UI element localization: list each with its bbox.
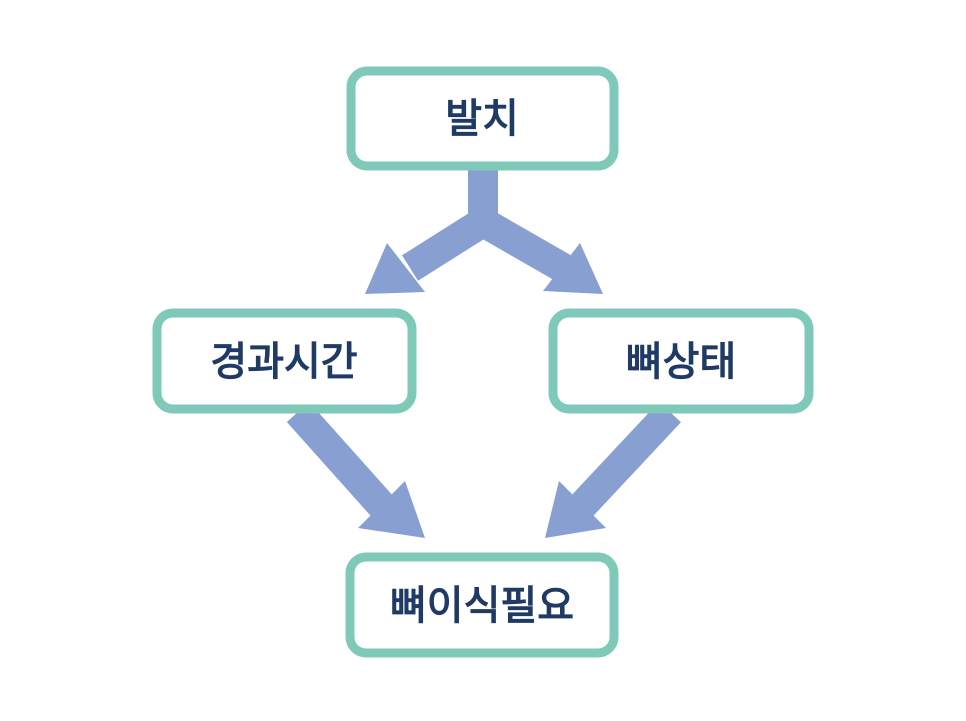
node-elapsed-time-label: 경과시간 [210, 339, 357, 385]
node-bone-status: 뼈상태 [548, 308, 814, 414]
arrow-elapsed-time-to-bone-graft [286, 402, 394, 516]
node-extraction-box [346, 66, 619, 171]
node-extraction-label: 발치 [445, 96, 519, 142]
node-bone-status-label: 뼈상태 [626, 339, 736, 385]
node-bone-graft-needed: 뼈이식필요 [345, 552, 619, 658]
node-elapsed-time-box [152, 308, 417, 414]
node-elapsed-time: 경과시간 [152, 308, 417, 414]
arrowhead-bone-graft-left [358, 481, 425, 538]
node-bone-graft-needed-box [345, 552, 619, 658]
node-bone-status-box [548, 308, 814, 414]
arrow-extraction-to-elapsed-time [402, 209, 491, 281]
arrowhead-bone-status [543, 243, 603, 294]
node-extraction: 발치 [346, 66, 619, 171]
arrow-bone-status-to-bone-graft [571, 401, 681, 517]
arrowhead-elapsed-time [365, 243, 425, 294]
arrow-extraction-to-bone-status [475, 208, 571, 282]
arrowhead-bone-graft-right [545, 481, 606, 538]
node-bone-graft-needed-label: 뼈이식필요 [390, 583, 574, 629]
